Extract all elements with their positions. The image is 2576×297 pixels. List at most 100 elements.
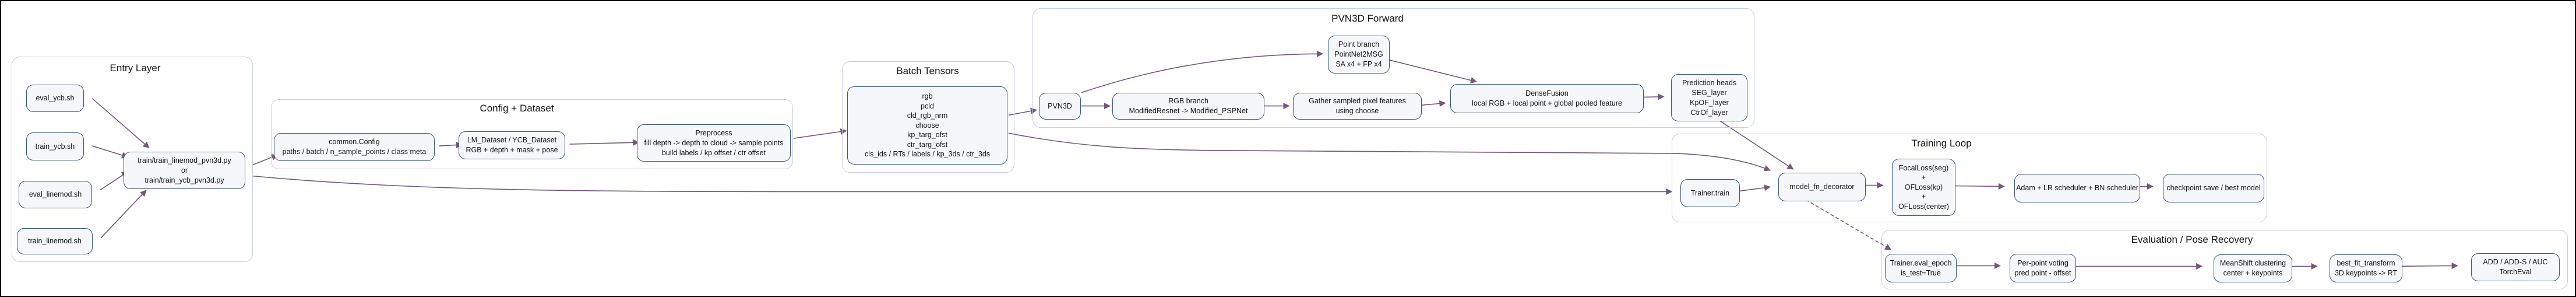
node-label: SEG_layer: [1692, 88, 1727, 97]
edge-dataset-to-preprocess: [569, 139, 640, 146]
node-label: cls_ids / RTs / labels / kp_3ds / ctr_3d…: [864, 150, 991, 159]
node-label: eval_ycb.sh: [36, 94, 75, 102]
node-gather-features: Gather sampled pixel features using choo…: [1293, 93, 1422, 120]
node-dataset: LM_Dataset / YCB_Dataset RGB + depth + m…: [459, 131, 565, 159]
node-per-point-voting: Per-point voting pred point - offset: [2010, 254, 2076, 282]
edge-bestfit-to-metrics: [2392, 262, 2458, 270]
node-label: +: [1921, 193, 1926, 201]
node-rgb-branch: RGB branch ModifiedResnet -> Modified_PS…: [1112, 93, 1264, 120]
node-meanshift-clustering: MeanShift clustering center + keypoints: [2214, 254, 2292, 282]
node-label: Adam + LR scheduler + BN scheduler: [2016, 184, 2138, 192]
node-label: common.Config: [329, 138, 380, 146]
node-train-ycb-sh: train_ycb.sh: [26, 132, 84, 160]
edge-train-ycb-to-py: [92, 145, 129, 159]
edge-pvn3d-to-point-branch: [1081, 50, 1324, 93]
node-point-branch: Point branch PointNet2MSG SA x4 + FP x4: [1328, 36, 1390, 74]
node-eval-linemod-sh: eval_linemod.sh: [19, 181, 92, 208]
node-label: CtrOf_layer: [1690, 108, 1728, 117]
node-trainer-train: Trainer.train: [1680, 179, 1740, 207]
node-label: PVN3D: [1048, 102, 1072, 110]
node-label: RGB branch: [1168, 97, 1208, 105]
node-densefusion: DenseFusion local RGB + local point + gl…: [1450, 84, 1644, 113]
edge-model-fn-to-eval-epoch: [1805, 199, 1892, 250]
node-label: Gather sampled pixel features: [1309, 97, 1406, 105]
node-train-entry-script: train/train_linemod_pvn3d.py or train/tr…: [124, 152, 245, 189]
node-label: pcld: [921, 102, 934, 110]
node-model-fn-decorator: model_fn_decorator: [1778, 173, 1866, 201]
cluster-training-loop: [1672, 134, 2267, 222]
node-label: RGB + depth + mask + pose: [466, 146, 558, 154]
node-label: Per-point voting: [2017, 258, 2068, 267]
cluster-title-entry-layer: Entry Layer: [110, 62, 161, 74]
cluster-evaluation: [1881, 230, 2568, 289]
node-pvn3d: PVN3D: [1039, 93, 1081, 120]
edge-gather-to-densefusion: [1419, 100, 1446, 107]
node-label: ctr_targ_ofst: [907, 140, 948, 149]
node-label: OFLoss(center): [1898, 202, 1949, 211]
node-label: ModifiedResnet -> Modified_PSPNet: [1129, 107, 1248, 115]
cluster-title-training-loop: Training Loop: [1911, 138, 1972, 149]
edge-py-to-config: [252, 154, 279, 166]
node-label: Trainer.eval_epoch: [1890, 258, 1952, 267]
node-preprocess: Preprocess fill depth -> depth to cloud …: [637, 124, 791, 162]
node-label: LM_Dataset / YCB_Dataset: [467, 136, 557, 144]
node-label: paths / batch / n_sample_points / class …: [282, 148, 427, 156]
node-label: ADD / ADD-S / AUC: [2483, 258, 2548, 266]
node-label: Preprocess: [695, 128, 732, 137]
node-common-config: common.Config paths / batch / n_sample_p…: [274, 133, 435, 161]
node-label: OFLoss(kp): [1904, 183, 1943, 191]
node-label: SA x4 + FP x4: [1335, 60, 1382, 68]
node-label: using choose: [1335, 107, 1379, 115]
cluster-title-config-dataset: Config + Dataset: [480, 103, 554, 114]
node-label: train_ycb.sh: [35, 142, 75, 151]
node-label: choose: [915, 121, 939, 130]
edge-config-to-dataset: [439, 141, 463, 149]
edge-train-linemod-to-py: [100, 190, 147, 239]
node-label: FocalLoss(seg): [1898, 163, 1949, 172]
node-label: is_test=True: [1901, 268, 1941, 277]
node-label: PointNet2MSG: [1334, 50, 1383, 58]
cluster-title-batch-tensors: Batch Tensors: [896, 65, 959, 76]
node-label: KpOF_layer: [1690, 98, 1729, 107]
cluster-batch-tensors: [842, 61, 1014, 173]
node-label: pred point - offset: [2014, 268, 2071, 277]
cluster-entry-layer: [12, 57, 253, 262]
node-label: +: [1921, 173, 1926, 182]
node-metrics: ADD / ADD-S / AUC TorchEval: [2471, 253, 2560, 281]
node-eval-ycb-sh: eval_ycb.sh: [26, 85, 84, 112]
cluster-pvn3d-forward: [1032, 8, 1754, 128]
node-label: MeanShift clustering: [2219, 259, 2286, 267]
node-optimizer: Adam + LR scheduler + BN scheduler: [2014, 174, 2140, 202]
edge-point-branch-to-densefusion: [1387, 59, 1478, 84]
node-label: Trainer.train: [1690, 188, 1730, 197]
node-label: fill depth -> depth to cloud -> sample p…: [644, 138, 784, 147]
node-label: build labels / kp offset / ctr offset: [661, 148, 766, 157]
node-label: best_fit_transform: [2337, 259, 2395, 267]
edge-preprocess-to-batch: [793, 128, 847, 139]
node-label: TorchEval: [2499, 268, 2532, 276]
node-label: 3D keypoints -> RT: [2334, 269, 2398, 277]
node-label: kp_targ_ofst: [907, 131, 947, 139]
node-label: train/train_ycb_pvn3d.py: [145, 176, 224, 184]
node-checkpoint: checkpoint save / best model: [2163, 174, 2264, 202]
edge-eval-linemod-to-py: [100, 171, 129, 191]
node-label: eval_linemod.sh: [29, 190, 82, 198]
node-label: DenseFusion: [1525, 89, 1569, 97]
node-train-linemod-sh: train_linemod.sh: [17, 228, 93, 254]
node-label: center + keypoints: [2223, 269, 2283, 277]
node-label: Point branch: [1338, 40, 1380, 48]
node-label: local RGB + local point + global pooled …: [1472, 99, 1622, 107]
node-label: train_linemod.sh: [28, 237, 82, 245]
edge-trainer-train-to-model-fn: [1735, 184, 1771, 193]
node-best-fit-transform: best_fit_transform 3D keypoints -> RT: [2330, 254, 2402, 282]
cluster-config-dataset: [271, 99, 793, 169]
cluster-title-pvn3d-forward: PVN3D Forward: [1331, 13, 1404, 24]
cluster-title-evaluation: Evaluation / Pose Recovery: [2131, 234, 2253, 245]
edge-batch-to-model-fn: [1008, 132, 1771, 172]
edge-py-to-trainer-train: [252, 175, 1673, 195]
node-label: model_fn_decorator: [1789, 183, 1855, 191]
node-label: Prediction heads: [1682, 78, 1737, 87]
node-label: checkpoint save / best model: [2166, 184, 2261, 192]
node-label: train/train_linemod_pvn3d.py: [138, 156, 231, 165]
